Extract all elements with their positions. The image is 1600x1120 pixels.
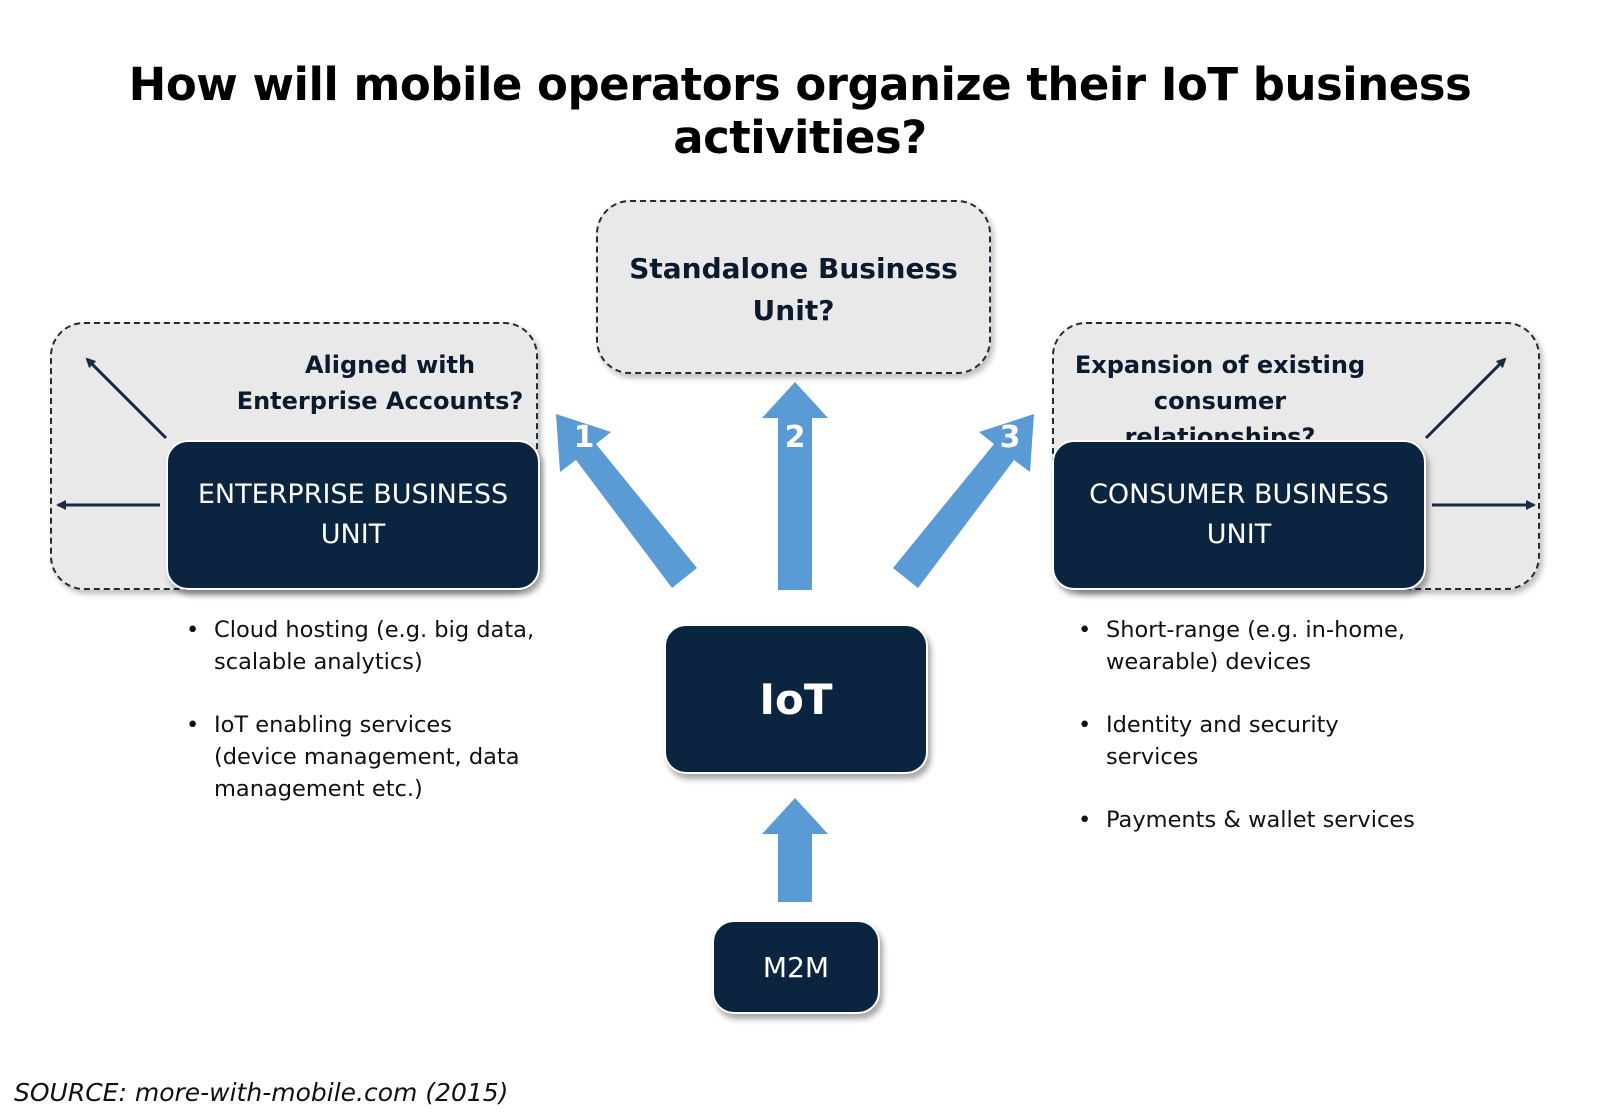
bullet-line: Payments & wallet services: [1106, 807, 1415, 833]
standalone-label: Standalone Business Unit?: [596, 248, 991, 332]
enterprise-question-line-2: Enterprise Accounts?: [236, 387, 524, 415]
m2m-box: M2M: [712, 920, 880, 1014]
arrow-m2m-icon: [762, 798, 828, 902]
consumer-box-line-2: UNIT: [1206, 519, 1272, 550]
consumer-diagonal-arrow-icon: [1424, 357, 1507, 440]
standalone-line-2: Unit?: [752, 294, 835, 327]
bullet-line: Cloud hosting (e.g. big data,: [214, 617, 535, 643]
bullet-line: services: [1106, 744, 1199, 770]
list-item: Short-range (e.g. in-home, wearable) dev…: [1078, 614, 1458, 678]
bullet-line: management etc.): [214, 776, 423, 802]
bullet-line: (device management, data: [214, 744, 520, 770]
enterprise-question: Aligned with Enterprise Accounts?: [230, 347, 530, 419]
standalone-line-1: Standalone Business: [629, 252, 958, 285]
list-item: Payments & wallet services: [1078, 804, 1458, 836]
iot-box: IoT: [664, 624, 928, 774]
bullet-line: Short-range (e.g. in-home,: [1106, 617, 1406, 643]
bullet-line: Identity and security: [1106, 712, 1339, 738]
bullet-line: wearable) devices: [1106, 649, 1312, 675]
arrow-number-3: 3: [999, 420, 1021, 455]
arrow-1-icon: [556, 414, 697, 588]
consumer-business-unit-box: CONSUMER BUSINESS UNIT: [1052, 440, 1426, 590]
bullet-line: scalable analytics): [214, 649, 423, 675]
arrow-2-icon: [762, 382, 828, 590]
enterprise-question-line-1: Aligned with: [304, 351, 476, 379]
list-item: IoT enabling services (device management…: [186, 709, 546, 805]
list-item: Identity and security services: [1078, 709, 1458, 773]
consumer-box-line-1: CONSUMER BUSINESS: [1089, 479, 1389, 510]
enterprise-box-line-2: UNIT: [320, 519, 386, 550]
m2m-label: M2M: [762, 950, 830, 984]
enterprise-business-unit-box: ENTERPRISE BUSINESS UNIT: [166, 440, 540, 590]
consumer-bullet-list: Short-range (e.g. in-home, wearable) dev…: [1078, 614, 1458, 867]
arrow-number-2: 2: [784, 420, 806, 455]
arrow-3-icon: [893, 414, 1034, 588]
iot-label: IoT: [759, 674, 833, 724]
enterprise-diagonal-arrow-icon: [85, 357, 168, 440]
enterprise-box-line-1: ENTERPRISE BUSINESS: [197, 479, 509, 510]
standalone-region: [596, 200, 991, 374]
list-item: Cloud hosting (e.g. big data, scalable a…: [186, 614, 546, 678]
source-caption: SOURCE: more-with-mobile.com (2015): [14, 1078, 509, 1107]
arrow-number-1: 1: [573, 420, 595, 455]
bullet-line: IoT enabling services: [214, 712, 452, 738]
enterprise-bullet-list: Cloud hosting (e.g. big data, scalable a…: [186, 614, 546, 836]
page-title: How will mobile operators organize their…: [128, 58, 1472, 164]
consumer-question-line-1: Expansion of existing: [1074, 351, 1366, 379]
